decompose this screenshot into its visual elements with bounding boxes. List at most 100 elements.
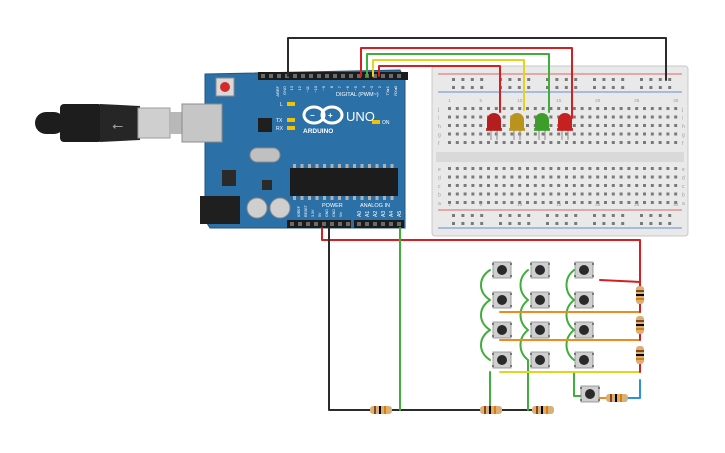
rail-hole[interactable]: [649, 222, 653, 225]
power-header-hole[interactable]: [290, 222, 294, 226]
breadboard-hole[interactable]: [658, 132, 662, 136]
breadboard-hole[interactable]: [635, 175, 639, 179]
breadboard-hole[interactable]: [557, 141, 561, 144]
breadboard-hole[interactable]: [580, 167, 584, 170]
rail-hole[interactable]: [658, 78, 662, 81]
wire-green-col2[interactable]: [519, 269, 529, 411]
header-hole[interactable]: [309, 74, 313, 78]
header-hole[interactable]: [349, 74, 353, 78]
breadboard-hole[interactable]: [471, 124, 475, 127]
breadboard-hole[interactable]: [463, 184, 467, 187]
breadboard-hole[interactable]: [455, 184, 459, 187]
breadboard-hole[interactable]: [448, 132, 451, 136]
breadboard-hole[interactable]: [557, 107, 561, 110]
breadboard-hole[interactable]: [572, 132, 576, 136]
breadboard-hole[interactable]: [448, 192, 451, 196]
breadboard-hole[interactable]: [549, 167, 553, 170]
breadboard-hole[interactable]: [588, 124, 592, 127]
rail-hole[interactable]: [593, 222, 596, 225]
breadboard-hole[interactable]: [604, 141, 607, 144]
analog-header-hole[interactable]: [397, 222, 401, 226]
breadboard-hole[interactable]: [658, 184, 662, 187]
resistors[interactable]: [370, 286, 644, 414]
breadboard-hole[interactable]: [448, 184, 451, 187]
breadboard-hole[interactable]: [487, 107, 490, 110]
breadboard-hole[interactable]: [674, 107, 678, 110]
breadboard-hole[interactable]: [471, 192, 475, 196]
breadboard-hole[interactable]: [580, 201, 584, 204]
breadboard-hole[interactable]: [619, 132, 623, 136]
breadboard-hole[interactable]: [604, 184, 607, 187]
breadboard-hole[interactable]: [549, 175, 553, 179]
breadboard-hole[interactable]: [494, 201, 498, 204]
rail-hole[interactable]: [640, 86, 643, 89]
breadboard-hole[interactable]: [487, 167, 490, 170]
breadboard-hole[interactable]: [557, 167, 561, 170]
wire-red-led1[interactable]: [378, 65, 501, 113]
breadboard-hole[interactable]: [658, 167, 662, 170]
breadboard-hole[interactable]: [650, 184, 654, 187]
keypad-button-extra[interactable]: [580, 385, 600, 403]
rail-hole[interactable]: [602, 86, 606, 89]
breadboard-hole[interactable]: [588, 167, 592, 170]
breadboard-hole[interactable]: [494, 167, 498, 170]
rail-hole[interactable]: [602, 214, 606, 217]
breadboard-hole[interactable]: [463, 192, 467, 196]
breadboard-hole[interactable]: [588, 115, 592, 119]
rail-hole[interactable]: [527, 78, 531, 81]
breadboard-hole[interactable]: [533, 192, 537, 196]
breadboard-hole[interactable]: [643, 175, 646, 179]
rail-hole[interactable]: [658, 214, 662, 217]
rail-hole[interactable]: [574, 78, 578, 81]
breadboard-hole[interactable]: [471, 201, 475, 204]
breadboard-hole[interactable]: [502, 184, 506, 187]
breadboard-hole[interactable]: [627, 107, 631, 110]
rail-hole[interactable]: [668, 222, 672, 225]
breadboard-hole[interactable]: [635, 124, 639, 127]
breadboard-hole[interactable]: [650, 132, 654, 136]
rail-hole[interactable]: [668, 78, 672, 81]
breadboard-hole[interactable]: [666, 201, 670, 204]
breadboard-hole[interactable]: [611, 184, 615, 187]
rail-hole[interactable]: [602, 222, 606, 225]
rail-hole[interactable]: [564, 86, 568, 89]
breadboard-hole[interactable]: [471, 184, 475, 187]
breadboard-hole[interactable]: [541, 141, 545, 144]
breadboard-hole[interactable]: [666, 124, 670, 127]
rail-hole[interactable]: [593, 86, 596, 89]
breadboard-hole[interactable]: [510, 175, 514, 179]
breadboard-hole[interactable]: [588, 192, 592, 196]
breadboard-hole[interactable]: [619, 115, 623, 119]
breadboard-hole[interactable]: [596, 132, 600, 136]
rail-hole[interactable]: [611, 222, 615, 225]
breadboard-hole[interactable]: [572, 141, 576, 144]
breadboard-hole[interactable]: [502, 167, 506, 170]
rail-hole[interactable]: [555, 86, 559, 89]
breadboard-hole[interactable]: [643, 192, 646, 196]
rail-hole[interactable]: [508, 86, 512, 89]
breadboard-hole[interactable]: [604, 132, 607, 136]
breadboard-hole[interactable]: [479, 192, 483, 196]
breadboard-hole[interactable]: [526, 175, 529, 179]
breadboard-hole[interactable]: [674, 175, 678, 179]
wire-green-col1[interactable]: [480, 269, 491, 361]
breadboard-hole[interactable]: [643, 141, 646, 144]
breadboard-hole[interactable]: [643, 201, 646, 204]
rail-hole[interactable]: [480, 222, 484, 225]
breadboard-hole[interactable]: [658, 107, 662, 110]
led-4[interactable]: [557, 113, 573, 140]
rail-hole[interactable]: [452, 214, 455, 217]
breadboard-hole[interactable]: [674, 201, 678, 204]
rail-hole[interactable]: [640, 222, 643, 225]
breadboard-hole[interactable]: [479, 184, 483, 187]
rail-hole[interactable]: [658, 222, 662, 225]
header-hole[interactable]: [341, 74, 345, 78]
breadboard-hole[interactable]: [572, 107, 576, 110]
led-2[interactable]: [509, 113, 525, 140]
breadboard-hole[interactable]: [448, 167, 451, 170]
breadboard-hole[interactable]: [650, 167, 654, 170]
bottom-header-holes[interactable]: [290, 222, 401, 226]
breadboard-hole[interactable]: [549, 184, 553, 187]
